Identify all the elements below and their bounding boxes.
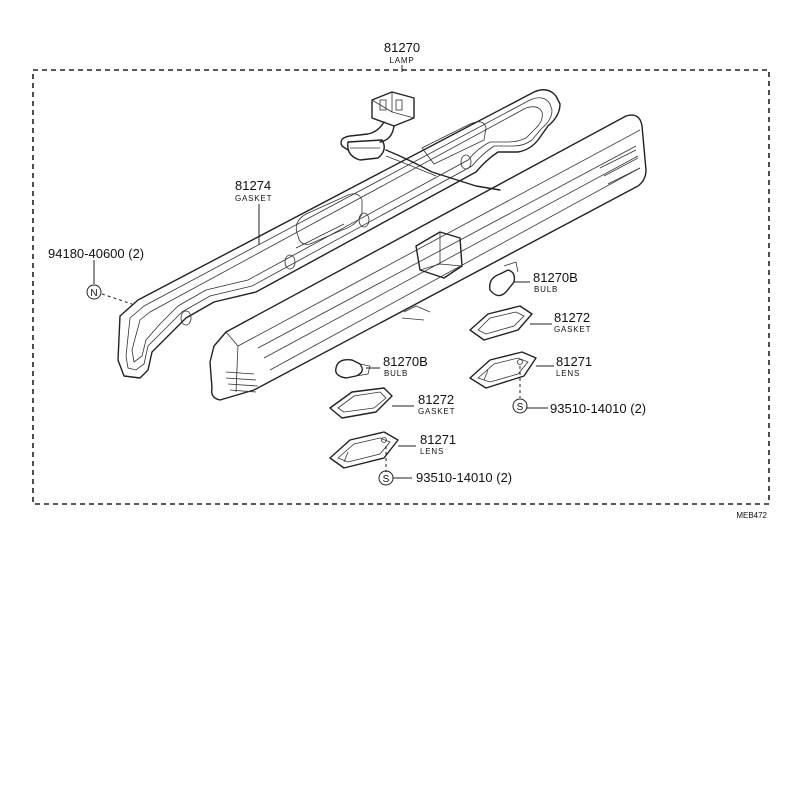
lens-lower-name: LENS <box>420 447 444 456</box>
svg-text:N: N <box>90 288 97 299</box>
assembly-part-number[interactable]: 81270 <box>384 40 420 55</box>
upper-gasket-drawing[interactable] <box>469 305 533 341</box>
bulb-lower-name: BULB <box>384 369 408 378</box>
svg-text:S: S <box>517 402 524 413</box>
assembly-name: LAMP <box>390 56 415 65</box>
gasket-main-name: GASKET <box>235 194 272 203</box>
nut-leader-dash <box>101 293 133 305</box>
lens-upper-part-number[interactable]: 81271 <box>556 354 592 369</box>
lamp-body-drawing[interactable] <box>209 114 647 401</box>
screw-upper-part-number[interactable]: 93510-14010 (2) <box>550 401 646 416</box>
wiring-connector-drawing[interactable] <box>340 91 501 191</box>
reference-code: MEB472 <box>736 511 767 520</box>
gasket-upper-name: GASKET <box>554 325 591 334</box>
screw-upper-symbol[interactable]: S <box>512 398 528 414</box>
lower-bulb-drawing[interactable] <box>335 358 371 379</box>
lens-upper-name: LENS <box>556 369 580 378</box>
upper-lens-drawing[interactable] <box>469 351 537 389</box>
upper-bulb-drawing[interactable] <box>489 261 519 297</box>
gasket-upper-part-number[interactable]: 81272 <box>554 310 590 325</box>
svg-text:S: S <box>383 474 390 485</box>
gasket-lower-part-number[interactable]: 81272 <box>418 392 454 407</box>
main-gasket-drawing[interactable] <box>117 89 561 379</box>
lens-lower-part-number[interactable]: 81271 <box>420 432 456 447</box>
gasket-lower-name: GASKET <box>418 407 455 416</box>
bulb-upper-name: BULB <box>534 285 558 294</box>
lower-gasket-drawing[interactable] <box>329 387 393 419</box>
nut-symbol[interactable]: N <box>86 284 102 300</box>
assembly-frame <box>32 69 770 505</box>
bulb-upper-part-number[interactable]: 81270B <box>533 270 578 285</box>
nut-part-number[interactable]: 94180-40600 (2) <box>48 246 144 261</box>
lower-lens-drawing[interactable] <box>329 431 399 469</box>
screw-lower-symbol[interactable]: S <box>378 470 394 486</box>
bulb-lower-part-number[interactable]: 81270B <box>383 354 428 369</box>
gasket-main-part-number[interactable]: 81274 <box>235 178 271 193</box>
screw-lower-part-number[interactable]: 93510-14010 (2) <box>416 470 512 485</box>
